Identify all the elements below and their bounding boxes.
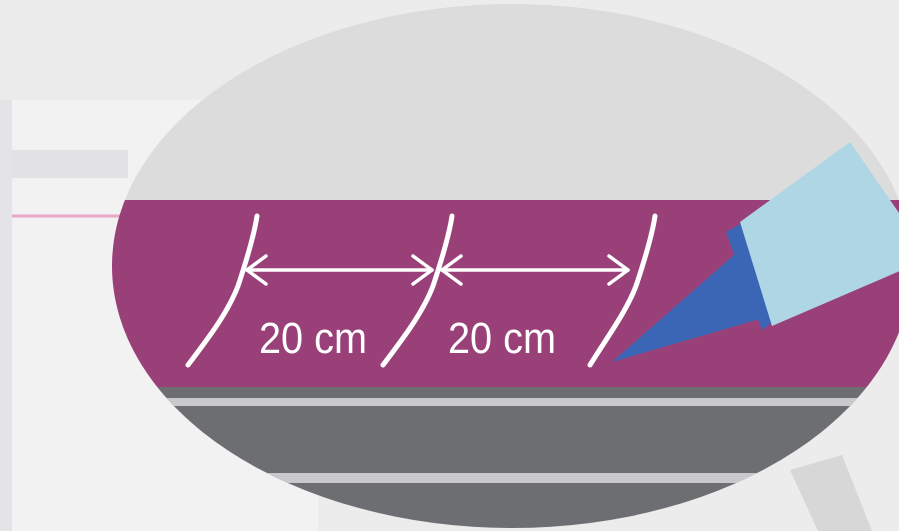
sealant-mark-3: [587, 213, 658, 368]
dimension-label-1: 20 cm: [259, 314, 367, 363]
sealant-mark-2: [380, 213, 455, 368]
double-arrow-icon: [245, 254, 434, 286]
sealant-mark-1: [185, 213, 260, 368]
light-stripe-upper: [112, 398, 899, 406]
background-panel-left: [0, 100, 12, 531]
dimension-label-2: 20 cm: [448, 314, 556, 363]
double-arrow-icon: [440, 254, 630, 286]
magnifier-handle: [790, 455, 872, 531]
light-stripe-lower: [112, 473, 899, 483]
nozzle-tip: [612, 248, 770, 362]
caulk-gun-icon: [612, 142, 899, 362]
background-bar: [12, 150, 128, 178]
caulk-tube: [740, 142, 899, 326]
